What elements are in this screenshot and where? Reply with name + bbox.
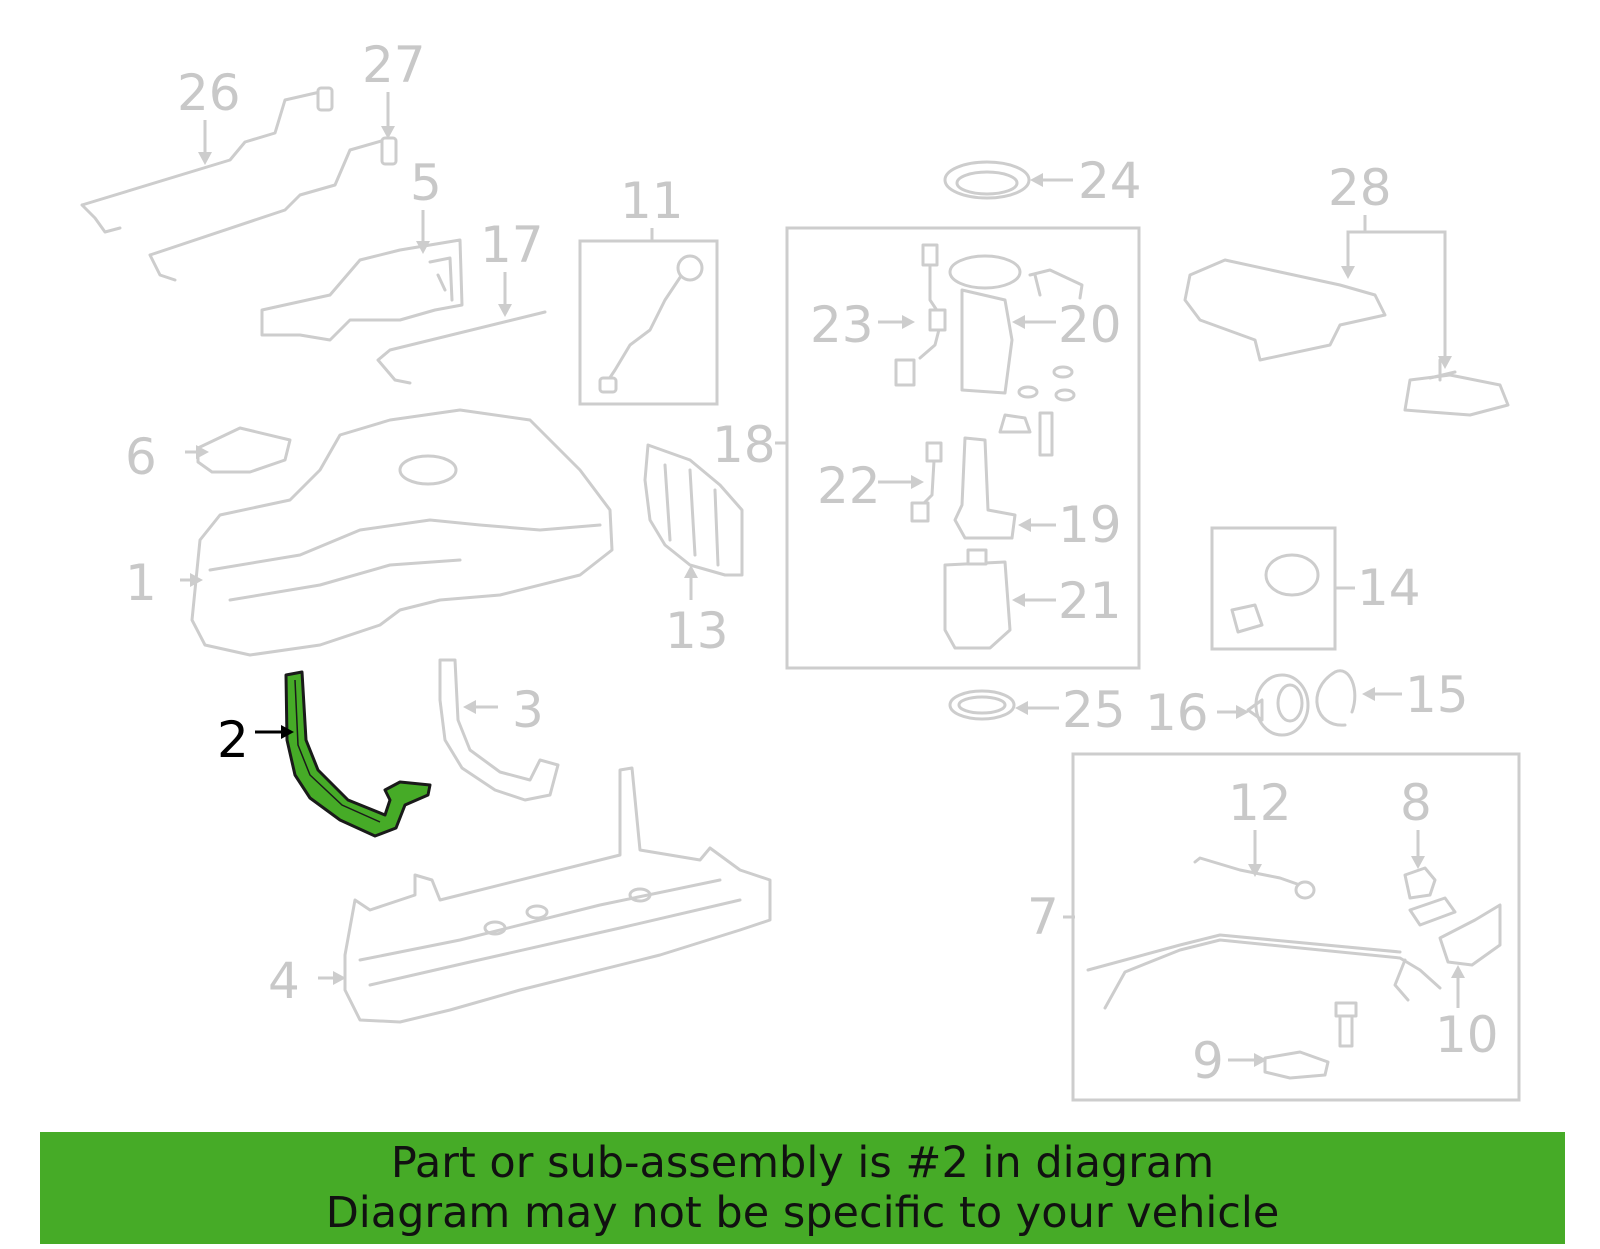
callout-7[interactable]: 7 [1027,888,1059,946]
callout-11[interactable]: 11 [620,172,684,230]
part-9-bracket[interactable] [1263,1050,1330,1080]
part-18-group-box [785,226,1141,670]
part-12-hose[interactable] [1193,856,1316,900]
part-1-fuel-tank[interactable] [190,408,614,657]
callout-3[interactable]: 3 [512,681,544,739]
callout-13[interactable]: 13 [665,602,729,660]
part-3-strap[interactable] [438,658,560,802]
part-11-filler-hose[interactable] [578,239,719,406]
part-25-gasket[interactable] [948,689,1016,721]
bolt[interactable] [1334,1001,1358,1048]
part-7-filler-pipe[interactable] [1086,933,1442,1010]
part-28-cover[interactable] [1183,258,1510,417]
part-17-hose[interactable] [376,310,547,385]
callout-10[interactable]: 10 [1435,1006,1499,1064]
callout-26[interactable]: 26 [177,64,241,122]
callout-4[interactable]: 4 [268,952,300,1010]
part-24-lock-ring[interactable] [943,160,1031,200]
part-14-cap-assembly[interactable] [1210,526,1337,651]
callout-28[interactable]: 28 [1328,159,1392,217]
part-19-sender[interactable] [953,411,1054,540]
part-5-bracket[interactable] [260,238,464,342]
part-27-fuel-line[interactable] [148,136,398,282]
part-10-housing[interactable] [1393,896,1502,1002]
callout-labels: 1 2 3 4 5 6 7 8 9 10 11 12 13 14 15 16 1… [125,36,1499,1090]
callout-12[interactable]: 12 [1228,774,1292,832]
part-20-fuel-pump[interactable] [948,254,1084,402]
banner-line-2: Diagram may not be specific to your vehi… [325,1188,1280,1238]
callout-6[interactable]: 6 [125,428,157,486]
callout-1[interactable]: 1 [125,554,157,612]
part-7-group-box [1071,752,1521,1102]
callout-25[interactable]: 25 [1062,681,1126,739]
part-6-heat-shield[interactable] [196,426,292,474]
leader-lines [180,92,1465,1067]
callout-8[interactable]: 8 [1400,774,1432,832]
part-23-wiring[interactable] [894,243,947,387]
part-15-clip[interactable] [1315,669,1357,727]
callout-15[interactable]: 15 [1405,666,1469,724]
part-4-skid-plate[interactable] [343,766,772,1024]
callout-23[interactable]: 23 [810,296,874,354]
callout-5[interactable]: 5 [410,154,442,212]
callout-21[interactable]: 21 [1058,572,1122,630]
part-26-fuel-line[interactable] [80,86,334,234]
callout-2[interactable]: 2 [217,711,249,769]
callout-24[interactable]: 24 [1078,152,1142,210]
callout-22[interactable]: 22 [817,457,881,515]
callout-9[interactable]: 9 [1192,1032,1224,1090]
callout-18[interactable]: 18 [712,416,776,474]
part-21-filter[interactable] [943,548,1012,650]
callout-16[interactable]: 16 [1145,684,1209,742]
callout-14[interactable]: 14 [1357,559,1421,617]
part-2-strap-highlighted[interactable] [284,670,432,838]
callout-17[interactable]: 17 [480,216,544,274]
callout-20[interactable]: 20 [1058,296,1122,354]
callout-27[interactable]: 27 [362,36,426,94]
part-13-shield[interactable] [643,443,744,577]
banner-line-1: Part or sub-assembly is #2 in diagram [390,1138,1215,1188]
callout-19[interactable]: 19 [1058,496,1122,554]
part-22-wiring[interactable] [910,441,943,523]
part-8-cap[interactable] [1403,866,1437,900]
info-banner: Part or sub-assembly is #2 in diagram Di… [40,1132,1565,1244]
part-16-grommet[interactable] [1246,673,1310,737]
